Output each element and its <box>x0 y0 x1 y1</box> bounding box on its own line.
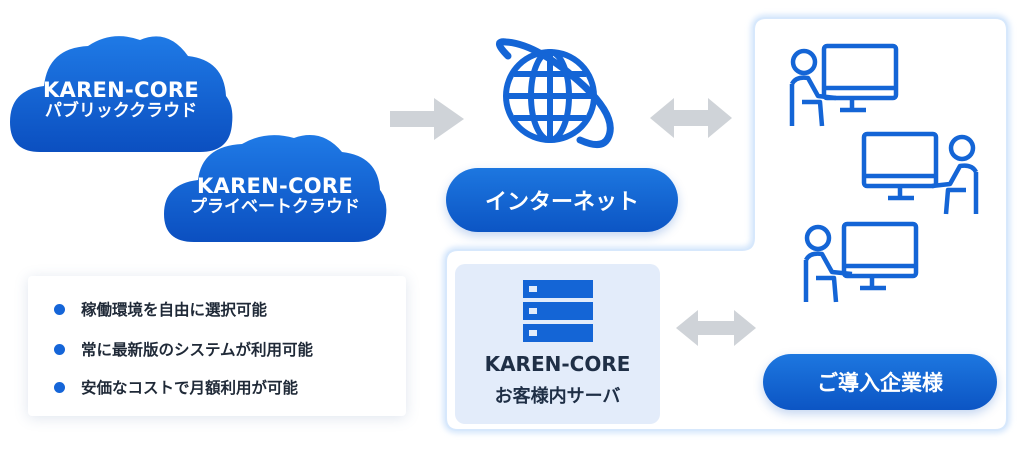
bullet-dot <box>54 343 65 355</box>
feature-item: 安価なコストで月額利用が可能 <box>54 376 298 398</box>
feature-text: 稼働環境を自由に選択可能 <box>81 301 268 319</box>
cloud-shape-public <box>10 36 233 152</box>
features-box: 稼働環境を自由に選択可能 常に最新版のシステムが利用可能 安価なコストで月額利用… <box>28 276 406 416</box>
public-cloud: KAREN-CORE パブリッククラウド <box>8 26 234 156</box>
cloud-shape-private <box>164 135 387 242</box>
server-icon <box>523 280 593 342</box>
double-arrow-icon-lower <box>676 310 756 346</box>
user-computer-icon <box>789 43 899 127</box>
customer-label: ご導入企業様 <box>763 354 997 410</box>
internet-label: インターネット <box>446 168 678 232</box>
feature-item: 常に最新版のシステムが利用可能 <box>54 338 313 360</box>
bullet-dot <box>54 381 65 393</box>
user-computer-icon-2 <box>861 131 979 215</box>
internet-label-text: インターネット <box>484 190 639 215</box>
feature-item: 稼働環境を自由に選択可能 <box>54 298 267 320</box>
bullet-dot <box>54 303 65 315</box>
double-arrow-icon <box>650 98 732 138</box>
onprem-server-box: KAREN-CORE お客様内サーバ <box>455 264 660 424</box>
private-cloud-subtitle: プライベートクラウド <box>190 197 360 218</box>
feature-text: 安価なコストで月額利用が可能 <box>81 379 299 397</box>
customer-label-text: ご導入企業様 <box>817 371 943 395</box>
onprem-server-title: KAREN-CORE <box>484 352 631 376</box>
feature-text: 常に最新版のシステムが利用可能 <box>81 341 314 359</box>
public-cloud-title: KAREN-CORE <box>42 78 200 102</box>
private-cloud-title: KAREN-CORE <box>196 174 354 198</box>
private-cloud: KAREN-CORE プライベートクラウド <box>162 128 388 246</box>
public-cloud-subtitle: パブリッククラウド <box>44 101 198 122</box>
globe-icon <box>496 38 614 148</box>
user-computer-icon-3 <box>803 221 919 303</box>
arrow-right-icon <box>390 98 464 140</box>
onprem-server-subtitle: お客様内サーバ <box>494 386 621 407</box>
